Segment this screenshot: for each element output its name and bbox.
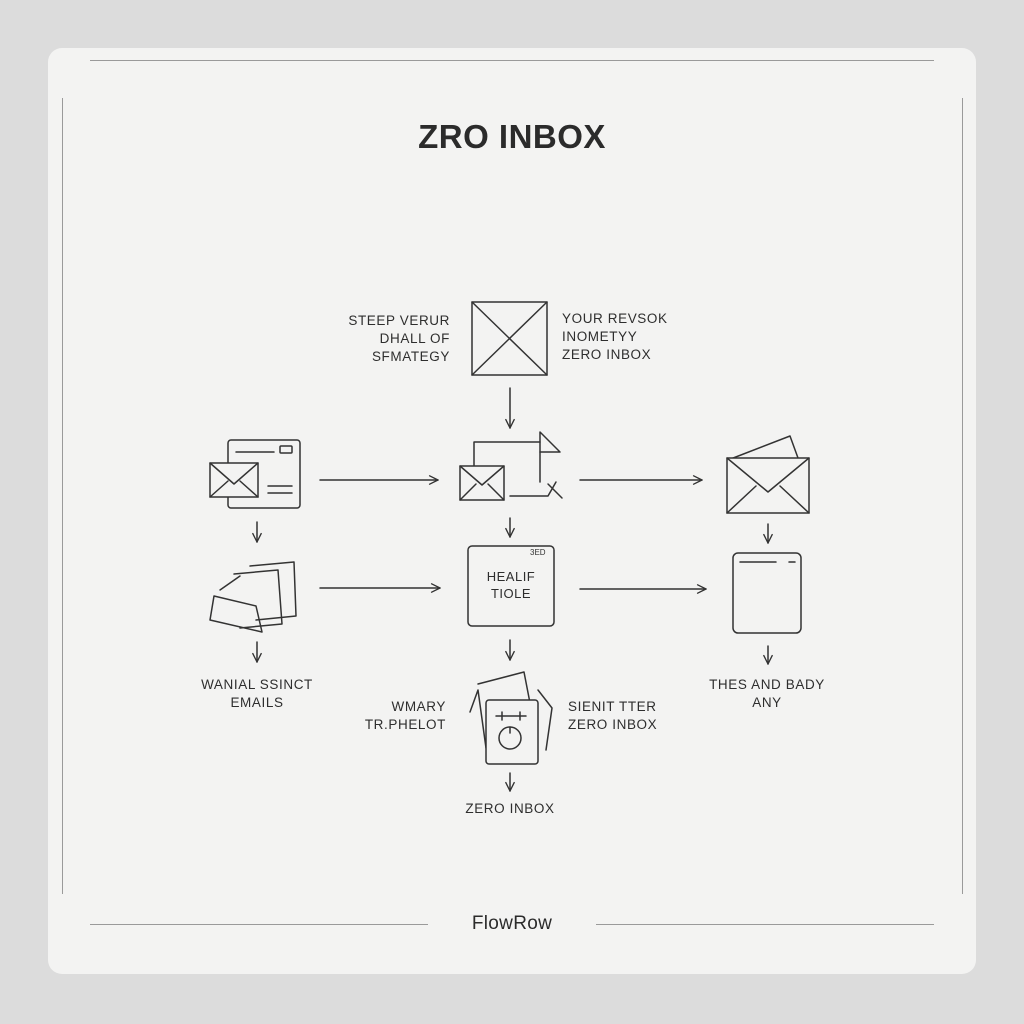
label-center-right: SIENIT TTER ZERO INBOX — [568, 699, 658, 732]
stacked-documents-icon — [209, 561, 297, 633]
label-right-bottom: THES AND BADY ANY — [709, 677, 825, 710]
envelope-icon-top — [471, 301, 548, 376]
label-top-left: STEEP VERUR DHALL OF SFMATEGY — [348, 313, 450, 364]
mail-window-icon — [209, 439, 301, 509]
sort-envelope-icon — [459, 431, 563, 501]
center-box-tag: 3ED — [530, 548, 546, 557]
footer-rule-right — [596, 924, 934, 925]
label-center-left: WMARY TR.PHELOT — [364, 699, 446, 732]
left-rule — [62, 98, 63, 894]
footer-brand: FlowRow — [471, 913, 553, 934]
right-rule — [962, 98, 963, 894]
archive-dial-icon — [469, 671, 553, 765]
center-box-label: HEALIF TIOLE — [486, 569, 536, 601]
health-tile-box — [467, 545, 555, 627]
open-envelope-icon — [726, 435, 810, 514]
footer-rule-left — [90, 924, 428, 925]
label-left-bottom: WANIAL SSINCT EMAILS — [201, 677, 313, 710]
top-rule — [90, 60, 934, 61]
device-icon — [732, 552, 802, 634]
page-title: ZRO INBOX — [418, 118, 606, 155]
label-bottom: ZERO INBOX — [465, 801, 555, 816]
label-top-right: YOUR REVSOK INOMETYY ZERO INBOX — [562, 311, 668, 362]
diagram-card — [48, 48, 976, 974]
